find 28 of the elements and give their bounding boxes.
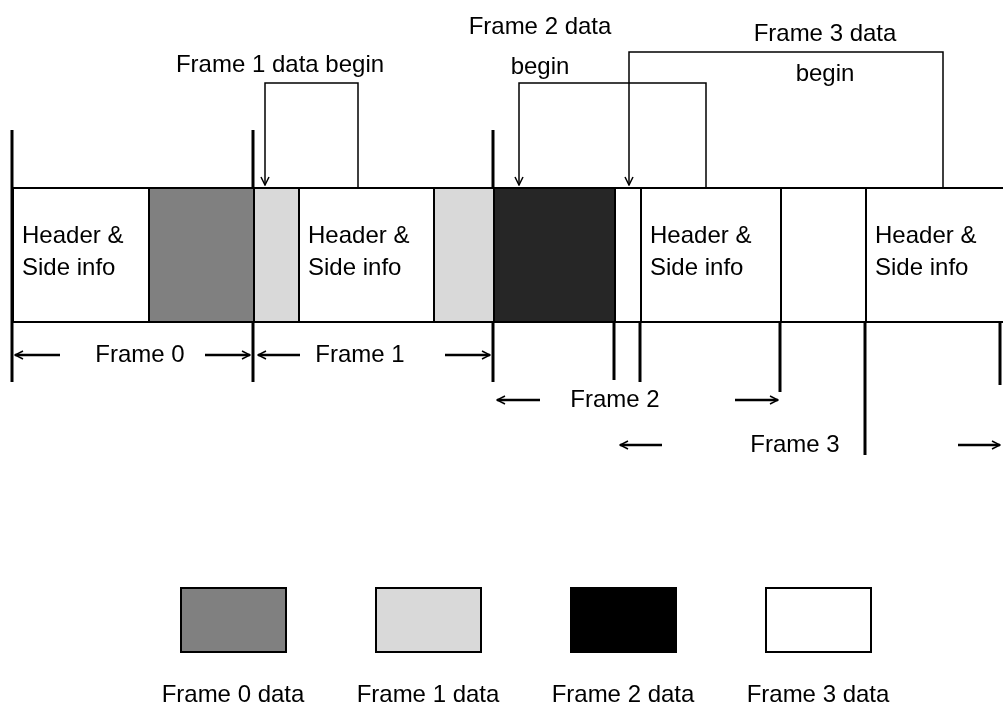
legend-label: Frame 1 data — [355, 680, 501, 708]
frame-label: Frame 1 — [314, 340, 406, 368]
header-text: Header & Side info — [308, 220, 411, 282]
data-block — [148, 187, 255, 323]
data-block — [614, 187, 642, 323]
leader-arrow — [514, 82, 707, 188]
leader-arrow — [260, 82, 359, 188]
data-block — [493, 187, 616, 323]
frame-label: Frame 0 — [94, 340, 186, 368]
header-box — [298, 187, 435, 323]
frame-label: Frame 3 — [749, 430, 841, 458]
header-box — [12, 187, 150, 323]
edge-label: Frame 3 data begin — [752, 18, 898, 88]
frame-label: Frame 2 — [569, 385, 661, 413]
legend-label: Frame 3 data — [745, 680, 891, 708]
leader-arrow — [624, 51, 944, 188]
header-box — [865, 187, 1003, 323]
legend-label: Frame 0 data — [160, 680, 306, 708]
data-block — [780, 187, 867, 323]
edge-label: Frame 2 data begin — [467, 11, 613, 81]
header-box — [640, 187, 782, 323]
edge-label: Frame 1 data begin — [174, 49, 386, 79]
legend-label: Frame 2 data — [550, 680, 696, 708]
data-block — [253, 187, 300, 323]
header-text: Header & Side info — [875, 220, 978, 282]
header-text: Header & Side info — [650, 220, 753, 282]
data-block — [433, 187, 495, 323]
header-text: Header & Side info — [22, 220, 125, 282]
